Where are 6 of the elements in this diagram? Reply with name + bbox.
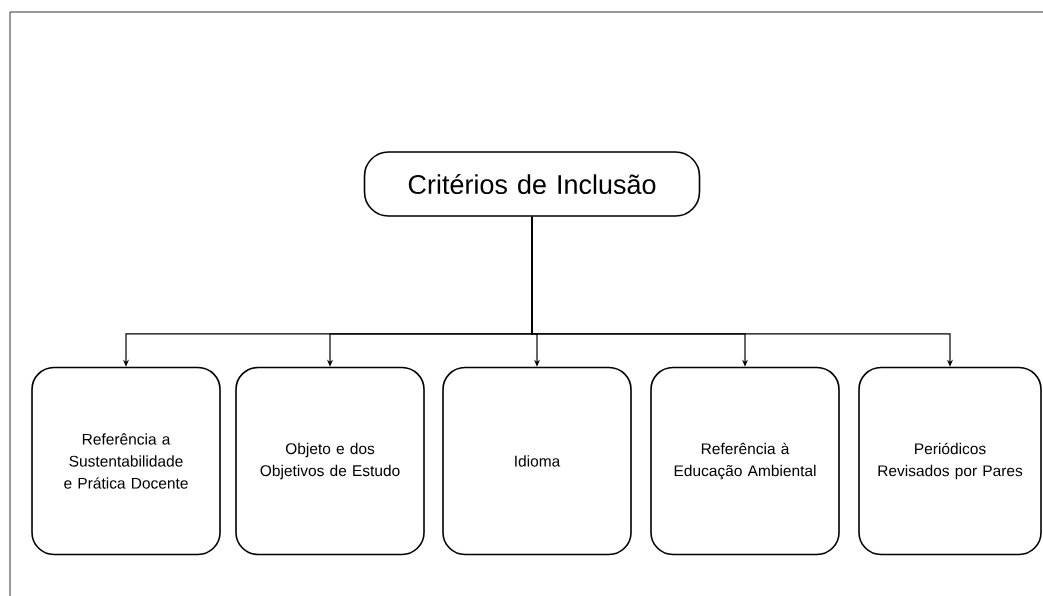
category-box: Objeto e dos Objetivos de Estudo bbox=[235, 366, 425, 556]
category-box: Referência a Sustentabilidade e Prática Docente bbox=[31, 366, 221, 556]
category-box: Periódicos Revisados por Pares bbox=[858, 366, 1042, 556]
category-box: Idioma bbox=[442, 366, 632, 556]
category-box: Referência à Educação Ambiental bbox=[650, 366, 840, 556]
root-box: Critérios de Inclusão bbox=[363, 151, 701, 217]
